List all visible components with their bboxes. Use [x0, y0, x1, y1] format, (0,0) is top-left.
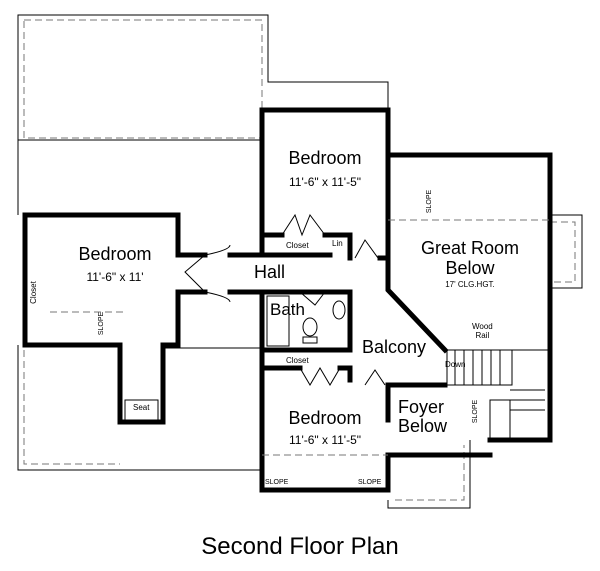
bath-label: Bath — [270, 300, 305, 319]
closet-top-label: Closet — [286, 241, 309, 250]
foyer-line1: Foyer — [398, 397, 445, 417]
roof-outline — [17, 14, 583, 509]
bedroom-bottom-size: 11'-6" x 11'-5" — [288, 433, 362, 447]
bedroom-left-size: 11'-6" x 11' — [86, 270, 144, 284]
slope-label-left: SLOPE — [98, 311, 106, 336]
bedroom-top-name: Bedroom — [288, 148, 362, 168]
balcony-label: Balcony — [362, 337, 427, 357]
plan-title: Second Floor Plan — [201, 533, 399, 560]
bedroom-left-name: Bedroom — [78, 244, 152, 264]
foyer-label: Foyer Below — [398, 398, 447, 436]
doors — [184, 213, 386, 386]
down-label: Down — [445, 360, 466, 369]
slope-label-bed-2: SLOPE — [358, 479, 382, 486]
slope-label-great-room: SLOPE — [426, 189, 434, 214]
bath-fixtures — [266, 295, 346, 347]
seat-label: Seat — [133, 403, 150, 412]
toilet-icon — [302, 317, 318, 337]
hall-label: Hall — [254, 262, 286, 282]
linen-label: Lin — [332, 239, 343, 248]
walls — [22, 107, 553, 493]
wood-rail-label: Wood Rail — [472, 322, 493, 340]
wood-rail-line2: Rail — [475, 331, 490, 340]
stairs[interactable] — [446, 349, 545, 441]
bedroom-bottom-name: Bedroom — [288, 408, 362, 428]
great-room-line2: Below — [445, 258, 495, 278]
closet-left-label: Closet — [28, 281, 38, 304]
bedroom-top-size: 11'-6" x 11'-5" — [288, 175, 362, 189]
great-room-line1: Great Room — [420, 238, 520, 258]
closet-bottom-label: Closet — [286, 356, 309, 365]
slope-label-foyer: SLOPE — [472, 399, 480, 424]
wood-rail-line1: Wood — [472, 322, 493, 331]
great-room-name: Great Room Below — [395, 238, 545, 278]
foyer-line2: Below — [398, 416, 448, 436]
great-room-ceiling: 17' CLG.HGT. — [445, 280, 495, 289]
seat — [124, 399, 159, 421]
slope-label-bed-1: SLOPE — [265, 479, 289, 486]
sink-icon — [332, 300, 346, 320]
